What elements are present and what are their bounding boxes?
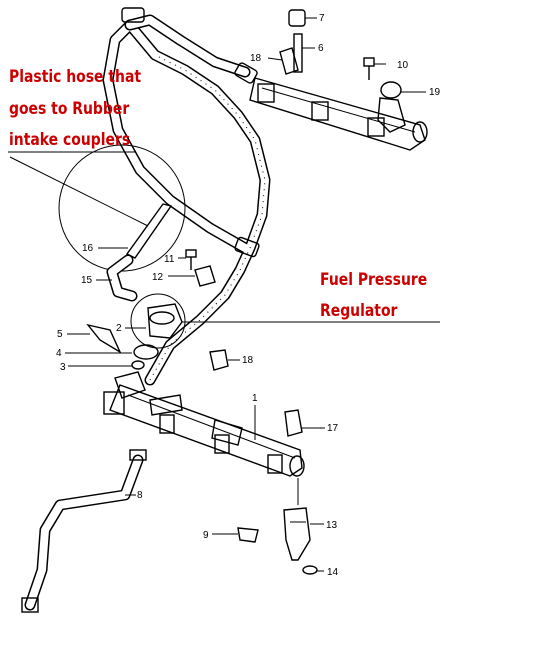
lower-fuel-rail bbox=[103, 384, 305, 477]
callout-7: 7 bbox=[319, 13, 325, 24]
annotation-regulator-line-2: Regulator bbox=[320, 301, 398, 321]
callout-14: 14 bbox=[327, 567, 339, 578]
part-11-bolt bbox=[178, 249, 197, 270]
part-7-cap bbox=[288, 9, 317, 27]
annotation-regulator-line-1: Fuel Pressure bbox=[320, 270, 428, 290]
callout-15: 15 bbox=[81, 275, 93, 286]
part-5-clip bbox=[67, 323, 122, 354]
callout-2: 2 bbox=[116, 323, 122, 334]
callout-13: 13 bbox=[326, 520, 338, 531]
part-3-oring bbox=[68, 360, 145, 370]
callout-12: 12 bbox=[152, 272, 164, 283]
callout-1: 1 bbox=[252, 393, 258, 404]
callout-9: 9 bbox=[203, 530, 209, 541]
regulator-mount bbox=[114, 371, 146, 399]
part-17-clip bbox=[284, 409, 325, 437]
callout-18-mid: 18 bbox=[242, 355, 254, 366]
annotation-plastic-hose-line-1: Plastic hose that bbox=[9, 67, 142, 87]
callout-11: 11 bbox=[164, 254, 175, 265]
part-12-bracket bbox=[168, 265, 216, 287]
annotation-plastic-hose-line-2: goes to Rubber bbox=[9, 99, 130, 119]
callout-16: 16 bbox=[82, 243, 94, 254]
callout-18-top: 18 bbox=[250, 53, 262, 64]
fuel-pressure-regulator bbox=[125, 293, 186, 349]
upper-fuel-rail bbox=[249, 77, 428, 151]
part-8-hose bbox=[21, 449, 147, 613]
annotation-plastic-hose-line-3: intake couplers bbox=[9, 130, 131, 150]
callout-10: 10 bbox=[397, 60, 409, 71]
part-9-bracket bbox=[212, 527, 259, 543]
part-15-hose bbox=[96, 254, 138, 302]
callout-19: 19 bbox=[429, 87, 441, 98]
part-14-seal bbox=[302, 565, 324, 575]
callout-3: 3 bbox=[60, 362, 66, 373]
callout-8: 8 bbox=[137, 490, 143, 501]
callout-4: 4 bbox=[56, 348, 62, 359]
callout-17: 17 bbox=[327, 423, 339, 434]
part-18-clip-mid bbox=[209, 349, 240, 371]
part-10-bolt bbox=[363, 57, 386, 80]
callout-6: 6 bbox=[318, 43, 324, 54]
part-18-clip-top bbox=[267, 47, 299, 75]
plastic-hose-part-16 bbox=[9, 144, 186, 272]
return-hose bbox=[102, 7, 271, 386]
callout-5: 5 bbox=[57, 329, 63, 340]
part-13-injector bbox=[283, 478, 324, 561]
